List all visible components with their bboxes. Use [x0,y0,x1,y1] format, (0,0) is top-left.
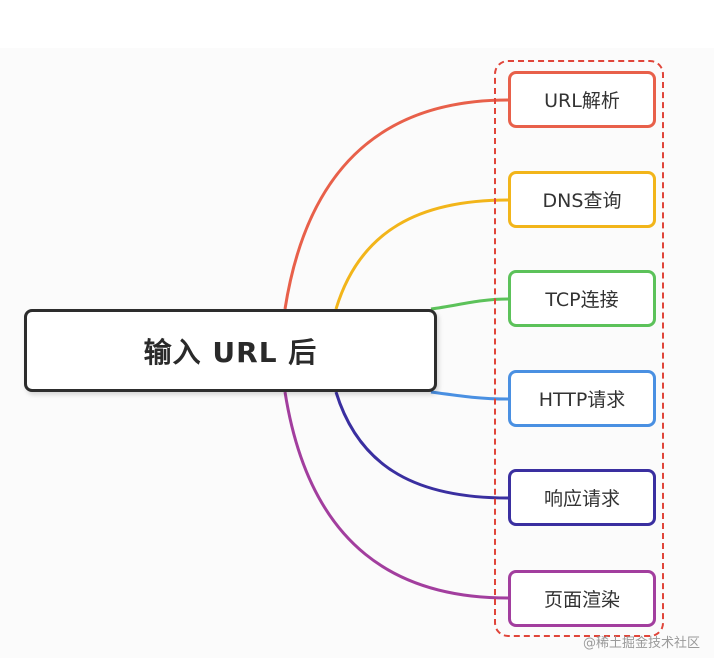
node-http-request: HTTP请求 [508,370,656,427]
connector-url-parse [283,98,509,310]
connector-tcp-connect [430,297,509,311]
root-node: 输入 URL 后 [24,309,437,392]
node-url-parse: URL解析 [508,71,656,128]
node-response: 响应请求 [508,469,656,526]
node-page-render: 页面渲染 [508,570,656,627]
connector-response [334,391,509,500]
connector-page-render [283,391,509,600]
connector-dns-query [334,198,509,310]
watermark: @稀土掘金技术社区 [582,636,700,651]
node-dns-query: DNS查询 [508,171,656,228]
connector-http-request [430,390,509,401]
node-tcp-connect: TCP连接 [508,270,656,327]
branch-group-frame [494,60,664,637]
